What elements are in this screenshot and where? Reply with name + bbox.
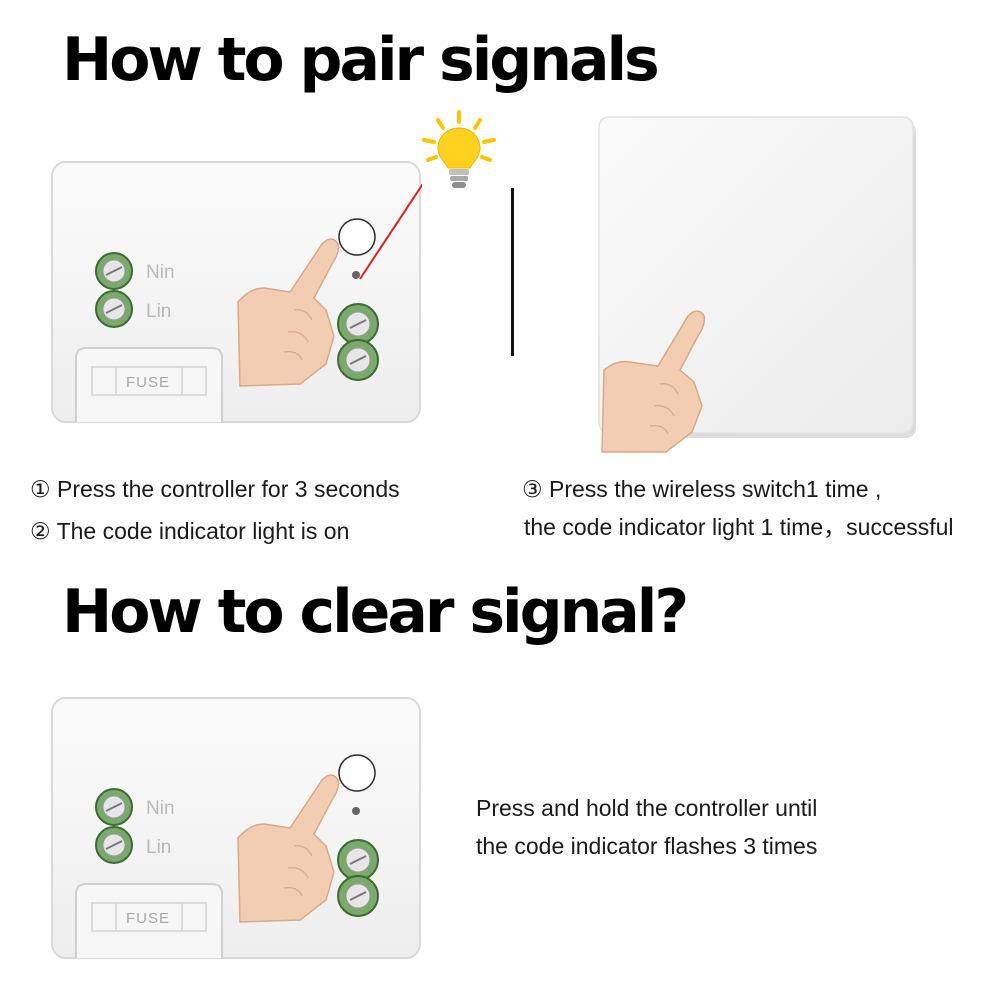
terminal-label-lin: Lin bbox=[146, 301, 172, 322]
pointing-hand-icon bbox=[237, 774, 340, 923]
pointing-hand-icon bbox=[237, 238, 340, 387]
pair-title: How to pair signals bbox=[62, 25, 660, 95]
step-1-text: ① Press the controller for 3 seconds bbox=[30, 476, 400, 502]
step-3-continued-text: the code indicator light 1 time，successf… bbox=[524, 514, 954, 540]
controller-device: Nin Lin FUSE bbox=[50, 696, 422, 960]
divider-line bbox=[511, 188, 514, 356]
controller-device: Nin Lin FUSE bbox=[50, 160, 422, 424]
fuse-label: FUSE bbox=[126, 910, 171, 927]
terminal-label-nin: Nin bbox=[146, 262, 175, 283]
clear-instruction-line-1: Press and hold the controller until bbox=[476, 795, 818, 821]
clear-instructions: Press and hold the controller until the … bbox=[476, 789, 817, 865]
fuse-label: FUSE bbox=[126, 374, 171, 391]
pointing-hand-icon bbox=[601, 310, 706, 453]
step-2-text: ② The code indicator light is on bbox=[30, 518, 350, 544]
clear-instruction-line-2: the code indicator flashes 3 times bbox=[476, 833, 818, 859]
lightbulb-icon bbox=[418, 108, 500, 196]
terminal-label-lin: Lin bbox=[146, 837, 172, 858]
wireless-switch-panel bbox=[596, 114, 920, 454]
clear-title: How to clear signal? bbox=[62, 577, 689, 647]
terminal-label-nin: Nin bbox=[146, 798, 175, 819]
step-3-text: ③ Press the wireless switch1 time , bbox=[522, 476, 882, 502]
